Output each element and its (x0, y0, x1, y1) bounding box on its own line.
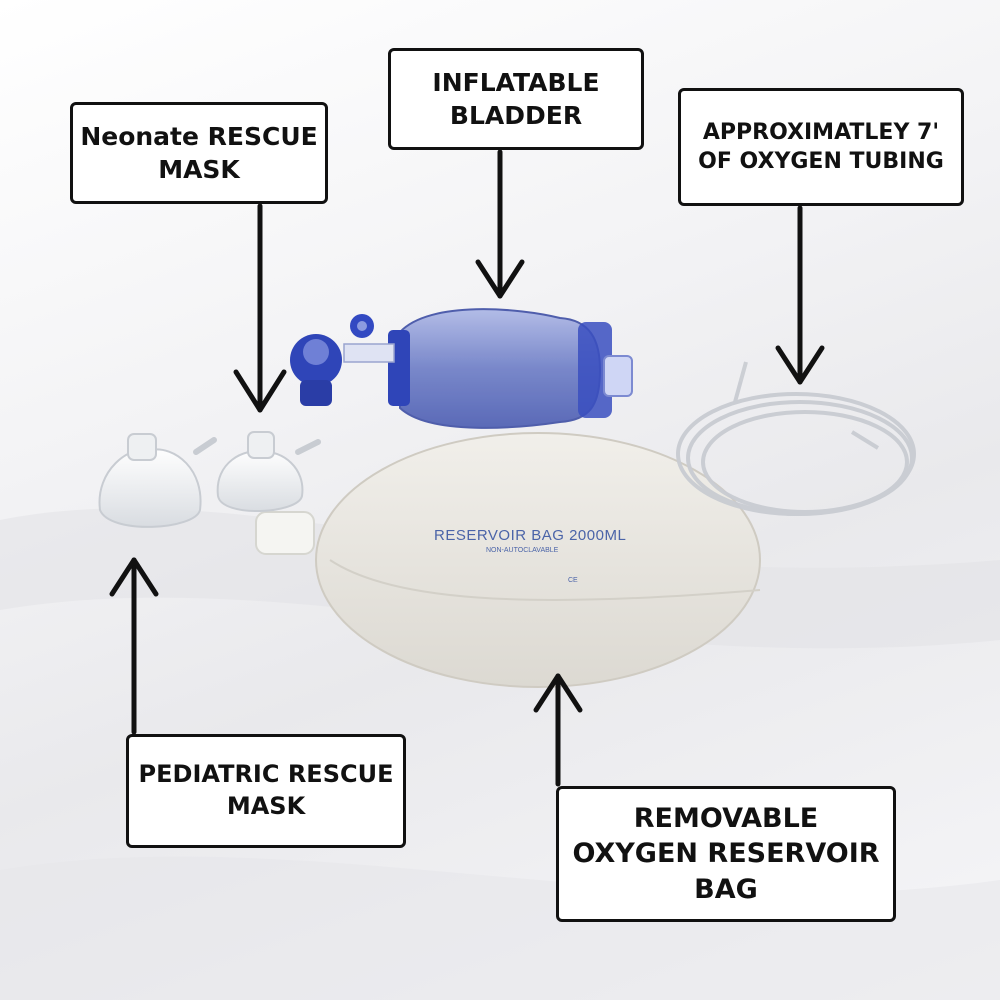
bladder-port (603, 355, 633, 397)
patient-valve (290, 314, 395, 406)
label-line: MASK (226, 792, 306, 820)
reservoir-bag: RESERVOIR BAG 2000ML NON-AUTOCLAVABLE CE (255, 432, 761, 688)
removable-reservoir-bag-label: REMOVABLE OXYGEN RESERVOIR BAG (556, 786, 896, 922)
label-line: BAG (694, 873, 758, 905)
pediatric-rescue-mask-label: PEDIATRIC RESCUE MASK (126, 734, 406, 848)
label-line: BLADDER (449, 101, 583, 130)
oxygen-tubing (676, 361, 916, 516)
neonate-mask (216, 431, 321, 513)
bladder-end-cap (578, 322, 612, 418)
bag-subtitle-print: NON-AUTOCLAVABLE (486, 547, 559, 554)
label-line: APPROXIMATLEY 7' (702, 119, 940, 145)
bag-ce-print: CE (568, 577, 578, 584)
arrow-up-icon (533, 673, 583, 787)
label-line: OF OXYGEN TUBING (698, 149, 944, 174)
arrow-up-icon (109, 557, 159, 735)
neonate-rescue-mask-label: Neonate RESCUE MASK (70, 102, 328, 204)
label-line: INFLATABLE (432, 68, 600, 97)
bladder-neck (388, 330, 410, 406)
label-line: PEDIATRIC RESCUE (138, 760, 394, 789)
bag-connector (255, 511, 315, 555)
arrow-down-icon (233, 203, 287, 413)
arrow-down-icon (475, 149, 525, 299)
arrow-down-icon (775, 205, 825, 385)
label-line: OXYGEN RESERVOIR (572, 838, 880, 870)
label-line: MASK (158, 155, 240, 184)
inflatable-bladder-label: INFLATABLE BLADDER (388, 48, 644, 150)
pediatric-mask (98, 433, 217, 528)
bag-title-print: RESERVOIR BAG 2000ML (434, 527, 626, 544)
inflatable-bladder (388, 308, 633, 429)
label-line: REMOVABLE (633, 802, 819, 834)
oxygen-tubing-label: APPROXIMATLEY 7' OF OXYGEN TUBING (678, 88, 964, 206)
label-line: Neonate RESCUE (80, 122, 318, 151)
